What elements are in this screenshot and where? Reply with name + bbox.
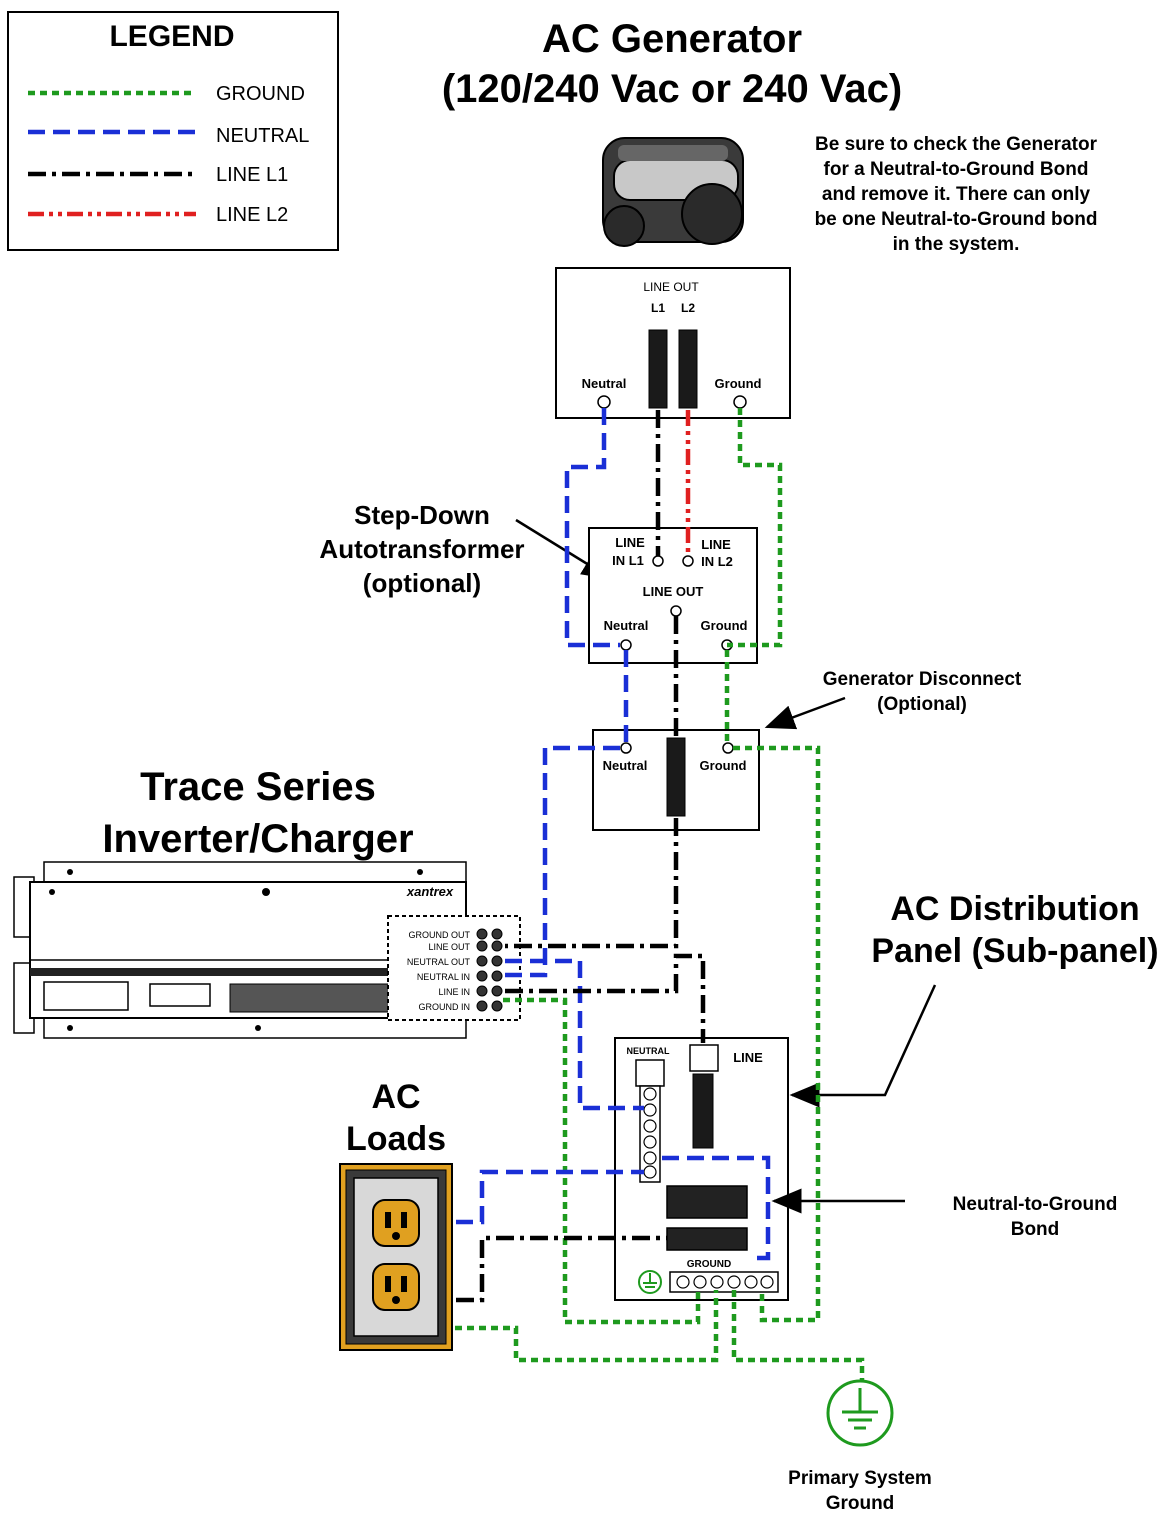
svg-text:for a Neutral-to-Ground Bond: for a Neutral-to-Ground Bond xyxy=(824,159,1089,180)
svg-text:LINE: LINE xyxy=(733,1050,763,1065)
svg-text:Autotransformer: Autotransformer xyxy=(319,534,524,564)
svg-text:Be sure to check the Generator: Be sure to check the Generator xyxy=(815,134,1098,155)
legend-item-line-l1: LINE L1 xyxy=(28,164,288,186)
legend: LEGEND GROUND NEUTRAL LINE L1 LINE L2 xyxy=(7,11,339,251)
svg-text:Neutral-to-Ground: Neutral-to-Ground xyxy=(953,1194,1118,1215)
loads-label: AC xyxy=(371,1078,420,1116)
svg-text:Ground: Ground xyxy=(700,758,747,773)
generator-icon xyxy=(602,137,744,247)
main-breaker xyxy=(692,1073,714,1149)
svg-text:LINE: LINE xyxy=(615,535,645,550)
breaker-l1 xyxy=(648,329,668,409)
svg-text:LINE: LINE xyxy=(701,537,731,552)
svg-text:Ground: Ground xyxy=(715,376,762,391)
svg-text:NEUTRAL IN: NEUTRAL IN xyxy=(417,972,470,982)
legend-item-neutral: NEUTRAL xyxy=(28,125,309,147)
svg-text:IN L2: IN L2 xyxy=(701,554,733,569)
primary-ground-label-2: Ground xyxy=(826,1493,895,1514)
inverter-subtitle: Inverter/Charger xyxy=(102,817,413,861)
legend-label-neutral: NEUTRAL xyxy=(216,125,309,147)
svg-text:LINE OUT: LINE OUT xyxy=(643,280,699,294)
svg-text:Ground: Ground xyxy=(701,618,748,633)
svg-text:GROUND: GROUND xyxy=(687,1259,731,1270)
svg-text:L2: L2 xyxy=(681,301,695,315)
branch-breaker-2 xyxy=(666,1227,748,1251)
disconnect-arrow xyxy=(764,696,846,730)
legend-title: LEGEND xyxy=(109,20,234,53)
inverter-title: Trace Series xyxy=(140,765,376,809)
svg-text:(optional): (optional) xyxy=(363,568,481,598)
disconnect-box: Neutral Ground xyxy=(592,729,760,831)
svg-text:(Optional): (Optional) xyxy=(877,694,967,715)
distribution-arrow xyxy=(789,984,937,1108)
ac-outlet xyxy=(339,1163,453,1351)
distribution-title: AC Distribution xyxy=(890,890,1139,928)
primary-ground-label: Primary System xyxy=(788,1468,932,1489)
svg-text:and remove it. There can only: and remove it. There can only xyxy=(822,184,1091,205)
disconnect-label: Generator Disconnect (Optional) xyxy=(823,669,1022,715)
ground-wires xyxy=(455,408,865,1380)
inverter-unit: xantrex xyxy=(13,861,467,1039)
loads-label-2: Loads xyxy=(346,1120,446,1158)
primary-ground-icon xyxy=(826,1379,894,1447)
svg-text:LINE OUT: LINE OUT xyxy=(428,942,470,952)
inverter-terminal-block: GROUND OUT LINE OUT NEUTRAL OUT NEUTRAL … xyxy=(387,915,521,1021)
svg-text:GROUND OUT: GROUND OUT xyxy=(409,930,471,940)
line-l1-wires xyxy=(456,410,706,1303)
legend-label-line-l1: LINE L1 xyxy=(216,164,288,186)
receptacle-top xyxy=(372,1199,420,1247)
svg-text:Generator Disconnect: Generator Disconnect xyxy=(823,669,1022,690)
svg-text:LINE IN: LINE IN xyxy=(438,987,470,997)
legend-item-ground: GROUND xyxy=(28,83,305,105)
svg-text:Step-Down: Step-Down xyxy=(354,500,490,530)
generator-note: Be sure to check the Generator for a Neu… xyxy=(815,134,1098,255)
svg-text:Bond: Bond xyxy=(1011,1219,1060,1240)
generator-title: AC Generator xyxy=(542,17,802,61)
autotransformer-label: Step-Down Autotransformer (optional) xyxy=(319,500,524,598)
legend-item-line-l2: LINE L2 xyxy=(28,204,288,226)
svg-text:IN L1: IN L1 xyxy=(612,553,644,568)
branch-breaker-1 xyxy=(666,1185,748,1219)
svg-text:NEUTRAL OUT: NEUTRAL OUT xyxy=(407,957,471,967)
disconnect-breaker xyxy=(666,737,686,817)
legend-label-line-l2: LINE L2 xyxy=(216,204,288,226)
breaker-l2 xyxy=(678,329,698,409)
receptacle-bottom xyxy=(372,1263,420,1311)
svg-text:LINE OUT: LINE OUT xyxy=(643,584,704,599)
svg-text:Neutral: Neutral xyxy=(604,618,649,633)
panel-ground-icon xyxy=(638,1270,662,1294)
distribution-panel: NEUTRAL LINE GROUND xyxy=(614,1037,789,1301)
svg-text:NEUTRAL: NEUTRAL xyxy=(627,1046,670,1056)
bond-label: Neutral-to-Ground Bond xyxy=(953,1194,1118,1240)
svg-text:Neutral: Neutral xyxy=(603,758,648,773)
svg-text:GROUND IN: GROUND IN xyxy=(419,1002,471,1012)
svg-text:in the system.: in the system. xyxy=(893,234,1020,255)
generator-output-panel: LINE OUT L1 L2 Neutral Ground xyxy=(555,267,791,419)
inverter-brand: xantrex xyxy=(406,884,454,899)
distribution-subtitle: Panel (Sub-panel) xyxy=(871,932,1158,970)
svg-text:Neutral: Neutral xyxy=(582,376,627,391)
svg-text:be one Neutral-to-Ground bond: be one Neutral-to-Ground bond xyxy=(815,209,1098,230)
autotransformer-box: LINE IN L1 LINE IN L2 LINE OUT Neutral G… xyxy=(588,527,758,664)
neutral-wires xyxy=(456,408,771,1261)
legend-label-ground: GROUND xyxy=(216,83,305,105)
generator-subtitle: (120/240 Vac or 240 Vac) xyxy=(442,67,902,111)
svg-text:L1: L1 xyxy=(651,301,665,315)
